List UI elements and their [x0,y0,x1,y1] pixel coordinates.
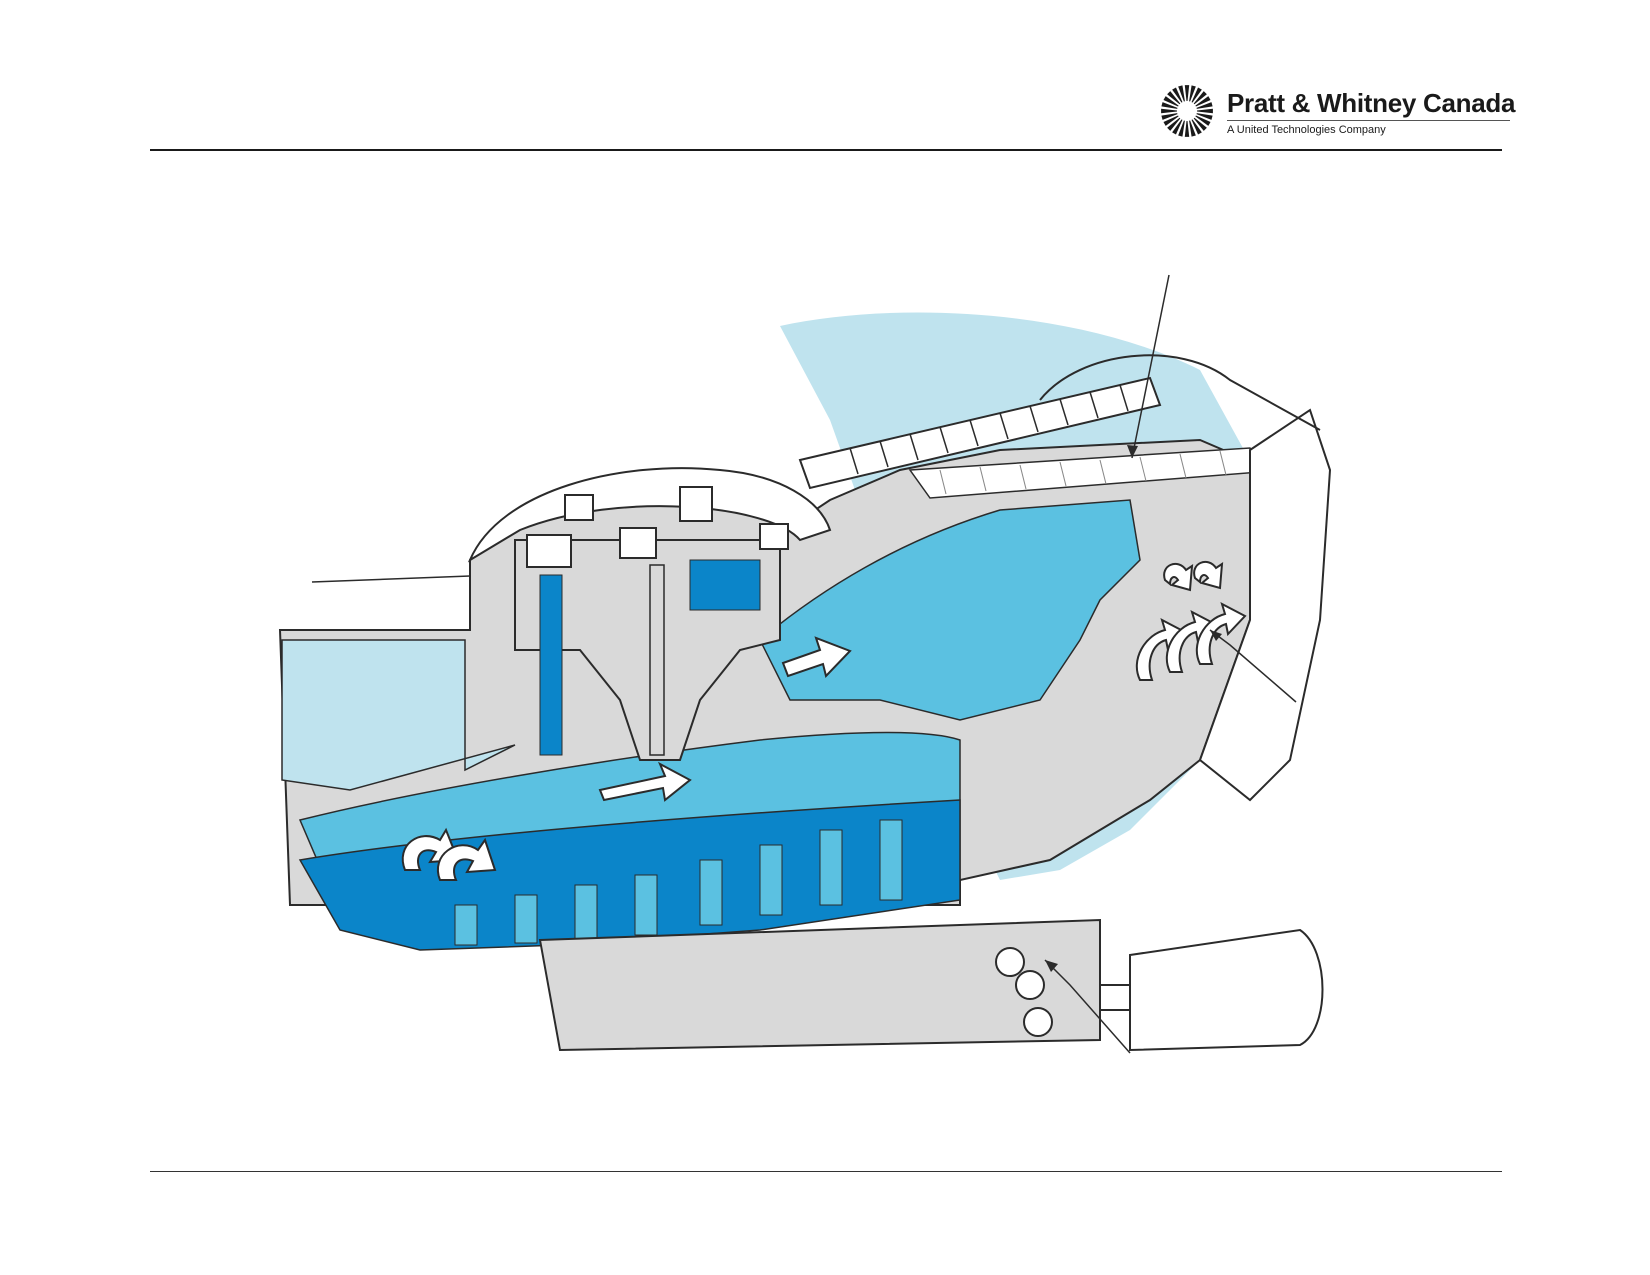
inlet-plenum [281,639,516,791]
company-name: Pratt & Whitney Canada [1227,88,1516,118]
bearing-ball-icon [995,947,1053,1037]
bolt-icon [526,486,789,568]
combustion-chamber [759,499,1141,721]
tube-ribs [849,384,1129,475]
turbine-blades [454,819,903,946]
company-subtitle: A United Technologies Company [1227,124,1386,136]
logo-divider [1227,120,1510,121]
sunburst-logo-icon [1161,85,1213,137]
footer-divider [150,1171,1502,1172]
lower-casing [538,918,1101,1052]
top-dome-cover [467,467,832,563]
air-flow-arrow-icon [401,560,1247,881]
company-logo: Pratt & Whitney Canada A United Technolo… [1160,84,1516,140]
output-drum [1129,928,1324,1052]
fuel-nozzle-rod [649,564,665,756]
callout-arrowheads [1045,445,1222,972]
igniter-tube [798,376,1162,490]
header-divider [150,149,1502,151]
dark-chamber [689,559,761,611]
fuel-passage [539,574,563,756]
right-housing [1198,408,1332,802]
right-flange-ring [1039,354,1321,431]
mesh-lines [939,450,1227,495]
